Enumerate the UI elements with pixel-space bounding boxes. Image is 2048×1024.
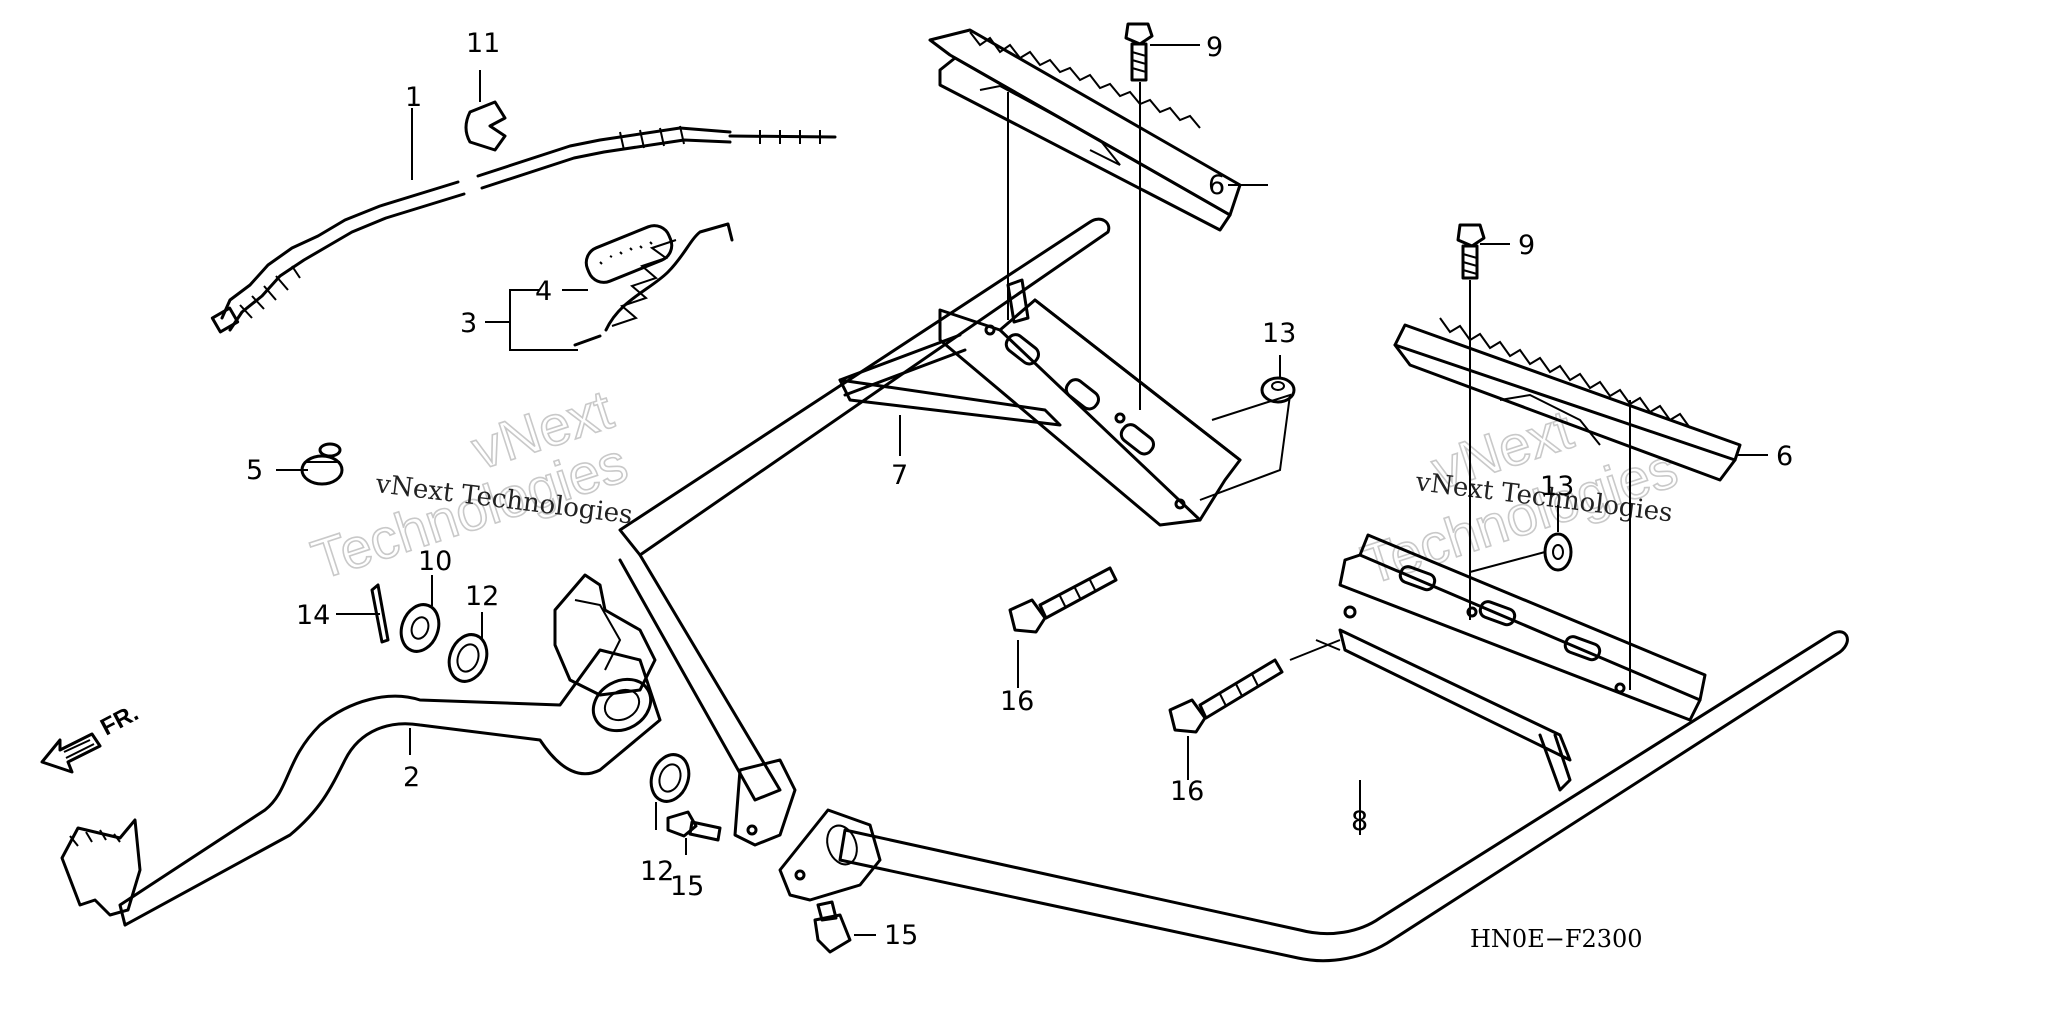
bolt-upper [1124, 22, 1154, 82]
label-part-3: 3 [460, 308, 477, 339]
cable-clip [464, 100, 507, 152]
pedal-bolt-lower [813, 900, 852, 954]
step-pad-lower [1393, 317, 1742, 482]
brake-cable [210, 125, 837, 334]
label-part-12-lower: 12 [640, 856, 674, 887]
grommet [300, 442, 344, 486]
left-step-bracket [838, 278, 1242, 527]
right-step-bracket [1338, 533, 1707, 792]
cotter-pin [370, 583, 390, 644]
bolt-lower [1456, 223, 1486, 280]
label-part-11: 11 [466, 28, 500, 59]
front-label: FR. [96, 699, 143, 741]
left-frame-arm [618, 217, 1111, 847]
label-part-16-left: 16 [1000, 686, 1034, 717]
label-part-7: 7 [891, 460, 908, 491]
brake-pedal [60, 573, 662, 927]
main-frame-tube [778, 630, 1849, 963]
label-part-4: 4 [535, 276, 552, 307]
label-part-14: 14 [296, 600, 330, 631]
front-direction-indicator: FR. [40, 699, 143, 774]
spring-and-tube [573, 222, 734, 347]
label-part-1: 1 [405, 82, 422, 113]
label-part-15-lower: 15 [884, 920, 918, 951]
label-part-16-right: 16 [1170, 776, 1204, 807]
flange-bolt-right [1168, 658, 1284, 734]
label-part-13-upper: 13 [1262, 318, 1296, 349]
label-part-13-lower: 13 [1540, 471, 1574, 502]
label-part-6-upper: 6 [1208, 170, 1225, 201]
leader-lines [276, 44, 1768, 936]
diagram-code: HN0E−F2300 [1470, 925, 1643, 953]
pedal-bolt-upper [666, 810, 722, 842]
label-part-10: 10 [418, 546, 452, 577]
label-part-9-lower: 9 [1518, 230, 1535, 261]
callout-labels: 1 2 3 4 5 6 6 7 8 9 9 10 11 12 12 13 13 … [246, 28, 1793, 951]
washer [399, 603, 441, 653]
nut-lower [1543, 532, 1573, 572]
nut-upper [1260, 376, 1296, 404]
step-pad-upper [928, 28, 1242, 232]
watermark-left: vNext Technologies vNext Technologies [303, 376, 635, 592]
label-part-5: 5 [246, 455, 263, 486]
label-part-12-upper: 12 [465, 581, 499, 612]
label-part-9-upper: 9 [1206, 32, 1223, 63]
flange-bolt-left [1008, 566, 1118, 634]
label-part-8: 8 [1351, 806, 1368, 837]
label-part-2: 2 [403, 762, 420, 793]
label-part-6-lower: 6 [1776, 441, 1793, 472]
seal-lower [649, 753, 691, 803]
label-part-15-upper: 15 [670, 871, 704, 902]
seal-upper [447, 633, 489, 683]
